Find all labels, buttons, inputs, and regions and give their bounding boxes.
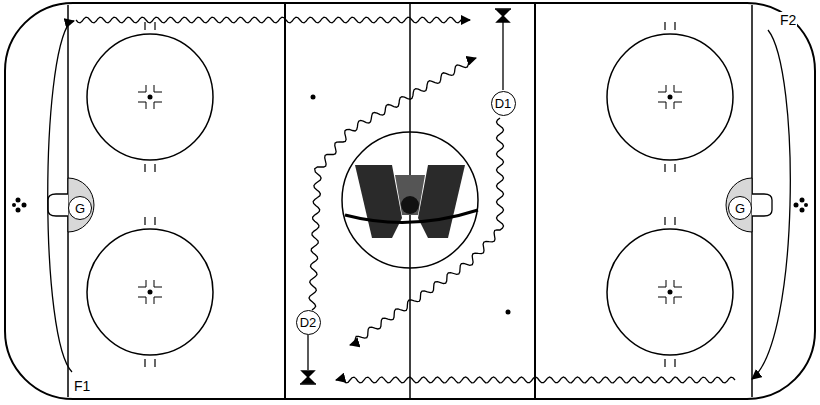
carry-path xyxy=(309,58,476,310)
blue-line xyxy=(534,4,536,398)
wavy-paths xyxy=(76,17,735,383)
center-logo xyxy=(345,165,478,238)
player-label: D1 xyxy=(495,97,512,110)
player-circle: D1 xyxy=(491,91,516,116)
skate-line xyxy=(752,30,790,379)
carry-path xyxy=(336,377,735,383)
forward-label: F1 xyxy=(73,378,91,394)
player-label: G xyxy=(75,202,85,215)
skate-line xyxy=(502,22,503,90)
goal-net xyxy=(752,194,772,216)
faceoff-dots xyxy=(138,85,682,304)
goal-net xyxy=(48,194,68,216)
player-label: D2 xyxy=(300,316,317,329)
boards xyxy=(5,3,815,399)
player-circle: G xyxy=(68,196,92,220)
player-circle: D2 xyxy=(296,310,321,335)
blue-line xyxy=(284,4,286,398)
goal-crease xyxy=(726,178,752,232)
skate-line xyxy=(70,21,74,22)
skate-line xyxy=(48,22,72,372)
spot-dots xyxy=(148,95,673,315)
faceoff-circles xyxy=(87,34,733,355)
player-circle: G xyxy=(728,196,752,220)
skate-line xyxy=(307,335,308,370)
carry-path xyxy=(350,118,504,345)
stop-symbol xyxy=(300,371,316,384)
player-label: G xyxy=(735,202,745,215)
carry-path xyxy=(76,17,470,23)
stop-symbol xyxy=(495,9,511,22)
hash-marks xyxy=(145,22,675,367)
goal-crease xyxy=(68,178,94,232)
forward-label: F2 xyxy=(779,12,797,28)
